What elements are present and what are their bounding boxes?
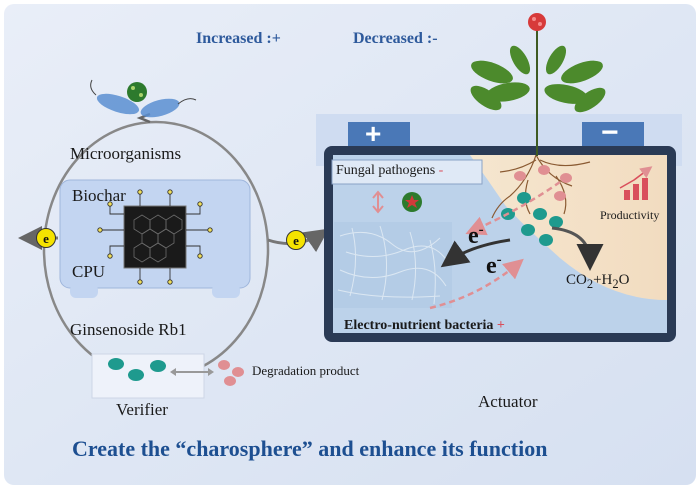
label-cpu: CPU [72, 262, 106, 281]
bacteria-illustration [90, 79, 197, 118]
electron-badge-left: e [36, 228, 56, 248]
electron-label-1: e- [468, 222, 484, 249]
footer-caption: Create the “charosphere” and enhance its… [72, 436, 548, 461]
label-actuator: Actuator [478, 392, 538, 411]
label-microorganisms: Microorganisms [70, 144, 182, 163]
plant-illustration [470, 13, 606, 156]
label-degradation-product: Degradation product [252, 363, 360, 378]
label-electro-nutrient-bacteria: Electro-nutrient bacteria + [344, 318, 505, 333]
legend-decreased: Decreased :- [353, 30, 438, 47]
label-verifier: Verifier [116, 400, 168, 419]
label-productivity: Productivity [600, 208, 660, 222]
battery-plus-sign: + [365, 118, 382, 149]
electron-label-2: e- [486, 252, 502, 279]
label-co2-h2o: CO2+H2O [566, 272, 630, 291]
biochar-chip [123, 205, 187, 269]
legend-increased: Increased :+ [196, 30, 281, 47]
fungal-box [331, 159, 483, 185]
label-ginsenoside: Ginsenoside Rb1 [70, 320, 187, 339]
productivity-icon [619, 166, 653, 200]
label-fungal-pathogens: Fungal pathogens - [336, 163, 444, 178]
electron-badge-right: e [286, 230, 306, 250]
verifier-box [91, 353, 205, 399]
label-biochar: Biochar [72, 186, 126, 205]
battery-minus-sign: − [601, 116, 619, 149]
